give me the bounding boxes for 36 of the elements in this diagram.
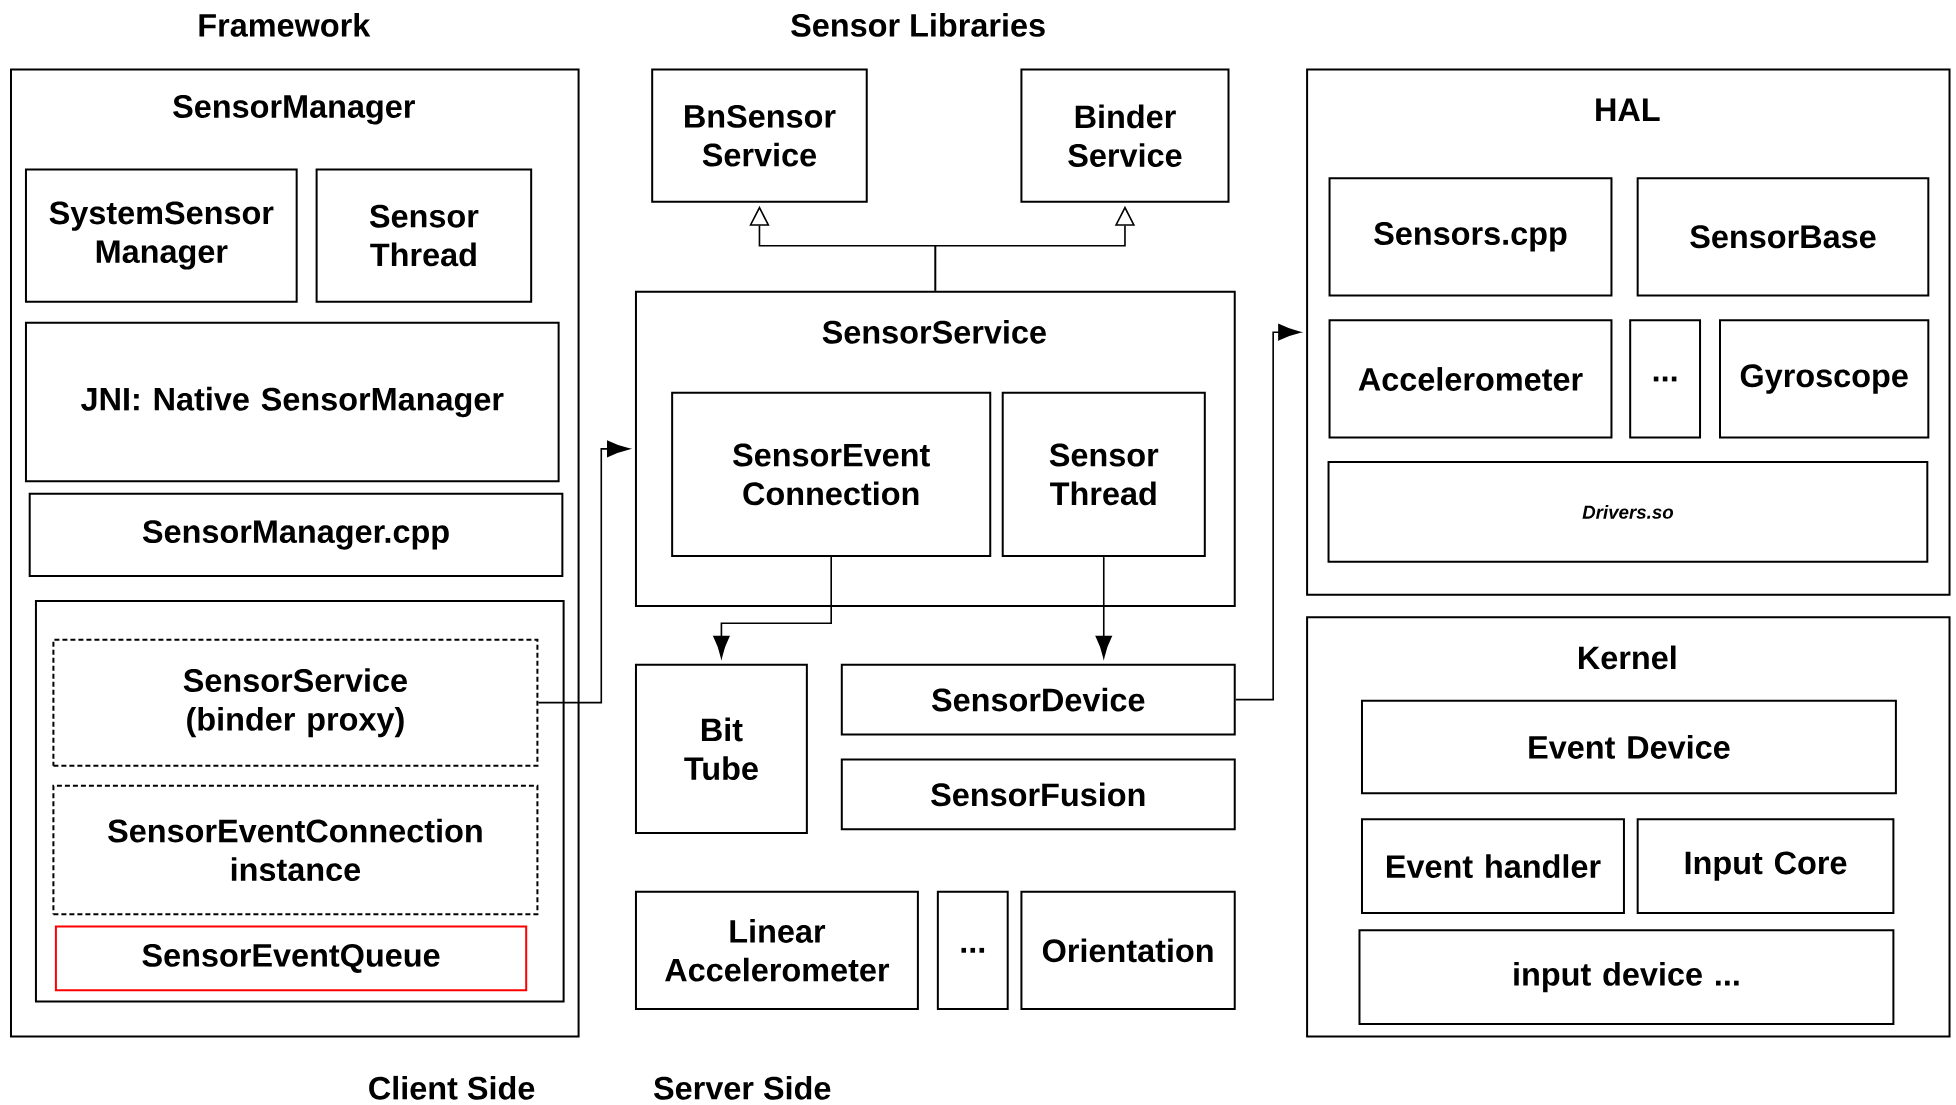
- component-box: SystemSensor Manager: [24, 168, 298, 303]
- arrow: [1095, 556, 1112, 658]
- component-box: Input Core: [1636, 818, 1895, 914]
- component-box: Orientation: [1020, 890, 1236, 1010]
- driver-box: Drivers.so: [1327, 461, 1929, 563]
- component-box: Accelerometer: [1328, 319, 1613, 439]
- section-heading: Sensor Libraries: [791, 13, 1045, 37]
- component-box: Sensor Thread: [315, 168, 533, 303]
- component-box: Event Device: [1361, 699, 1897, 795]
- component-box: Binder Service: [1020, 68, 1230, 203]
- component-box: Sensor Thread: [1001, 391, 1206, 558]
- component-box: SensorEventQueue: [54, 925, 528, 992]
- component-box: Sensors.cpp: [1328, 177, 1613, 297]
- component-box: ...: [936, 890, 1009, 1010]
- component-box: input device ...: [1358, 929, 1895, 1025]
- group-box: [34, 600, 565, 1003]
- dashed-box: SensorService (binder proxy): [52, 638, 539, 767]
- dashed-box: SensorEventConnection instance: [52, 784, 539, 916]
- arrow: [713, 556, 832, 658]
- component-box: ...: [1629, 319, 1702, 439]
- component-box: SensorBase: [1636, 177, 1930, 297]
- arrow: [537, 440, 630, 704]
- component-box: Linear Accelerometer: [634, 890, 919, 1010]
- component-box: BnSensor Service: [651, 68, 868, 203]
- component-box: SensorDevice: [840, 663, 1236, 736]
- node-label: Framework: [199, 13, 371, 37]
- arrow: [1234, 324, 1301, 701]
- component-box: JNI: Native SensorManager: [24, 321, 560, 483]
- component-box: Event handler: [1361, 818, 1625, 914]
- component-box: SensorFusion: [840, 758, 1236, 831]
- component-box: Gyroscope: [1719, 319, 1930, 439]
- component-box: Bit Tube: [634, 663, 808, 835]
- section-heading: Server Side: [653, 1075, 831, 1100]
- component-box: SensorManager.cpp: [28, 492, 564, 578]
- section-heading: Client Side: [369, 1075, 535, 1100]
- component-box: SensorEvent Connection: [671, 391, 992, 558]
